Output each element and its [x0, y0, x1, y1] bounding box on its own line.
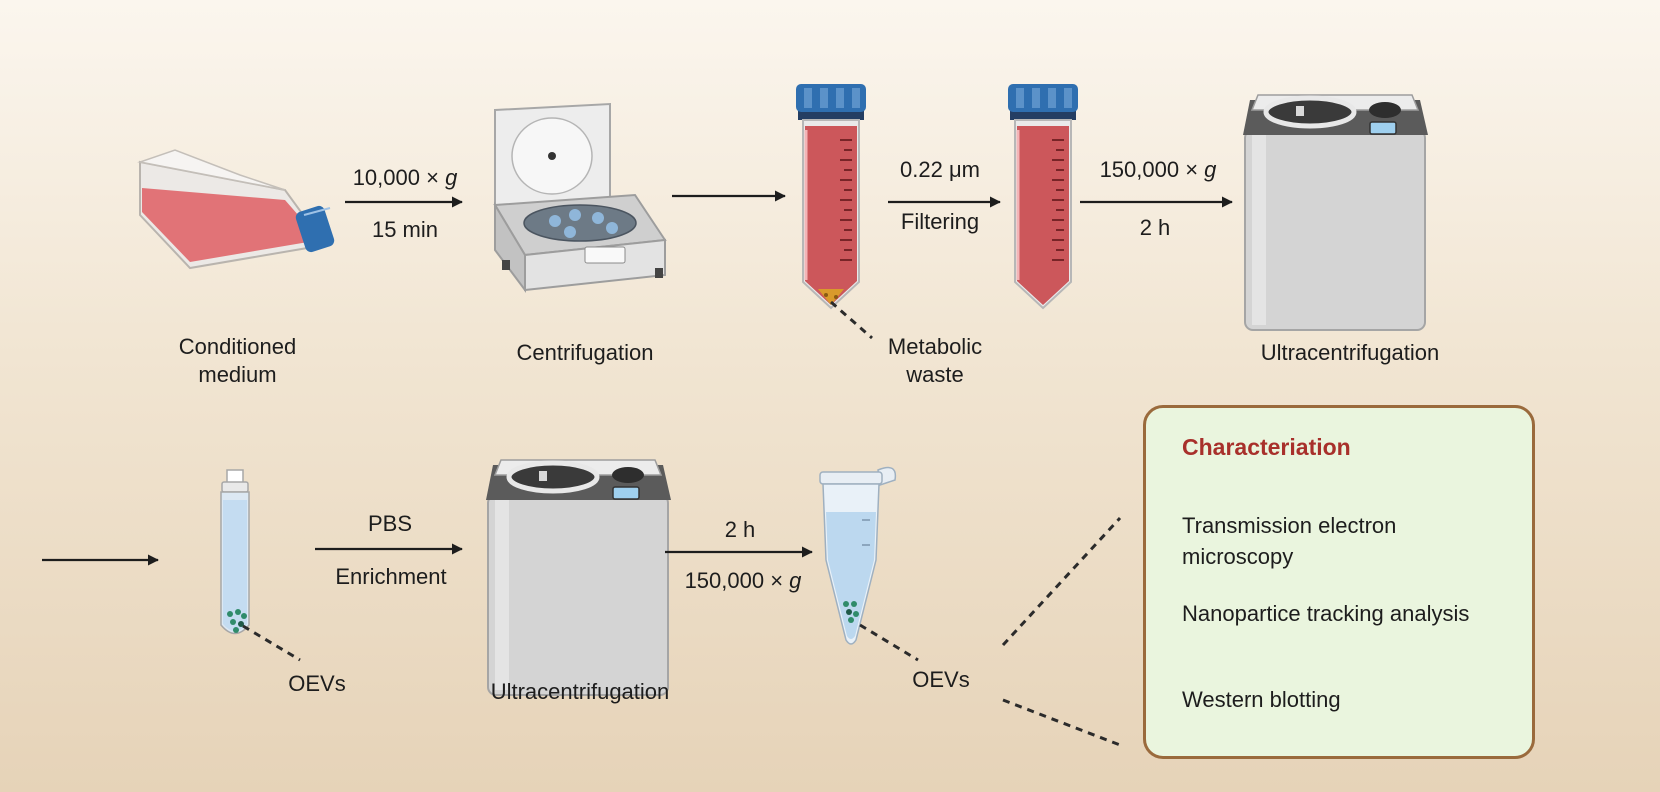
pointer-oevs-tube	[242, 624, 301, 662]
characterization-item-tem: Transmission electron microscopy	[1182, 513, 1397, 569]
characterization-title: Characteriation	[1182, 434, 1351, 460]
step4-speed-value: 150,000 ×	[1099, 157, 1199, 182]
step6-speed-unit: g	[789, 568, 802, 593]
centrifuge-icon	[493, 102, 667, 293]
oev-tube-icon	[220, 469, 250, 635]
label-oevs-final: OEVs	[912, 667, 970, 692]
step1-speed: 10,000 × g	[335, 164, 475, 192]
label-centrifugation: Centrifugation	[516, 340, 654, 365]
label-metabolic-waste-line2: waste	[906, 362, 964, 387]
label-conditioned-medium-line1: Conditioned	[178, 334, 297, 359]
step4-speed-unit: g	[1204, 157, 1217, 182]
step6-speed: 150,000 × g	[668, 567, 818, 595]
step5-bottom: Enrichment	[335, 564, 447, 589]
pointer-lines	[242, 300, 1122, 747]
conical-tube-filtered-icon	[1008, 84, 1078, 310]
label-metabolic-waste: Metabolic waste	[870, 333, 1000, 389]
label-ultracentrifugation-top: Ultracentrifugation	[1260, 340, 1440, 365]
step1-speed-value: 10,000 ×	[352, 165, 439, 190]
step6-speed-value: 150,000 ×	[684, 568, 784, 593]
characterization-item-western-blot: Western blotting	[1182, 687, 1341, 712]
label-oevs-tube: OEVs	[288, 671, 346, 696]
process-arrows	[42, 190, 1233, 566]
ultracentrifuge-bottom-icon	[486, 459, 671, 696]
microcentrifuge-tube-icon	[819, 466, 897, 645]
pointer-box-lower	[1002, 698, 1121, 747]
step1-speed-unit: g	[445, 165, 458, 190]
characterization-item-nta: Nanopartice tracking analysis	[1182, 601, 1470, 626]
characterization-box: Characteriation Transmission electron mi…	[1143, 405, 1535, 759]
label-conditioned-medium-line2: medium	[198, 362, 277, 387]
step4-speed: 150,000 × g	[1083, 156, 1233, 184]
label-conditioned-medium: Conditioned medium	[165, 333, 310, 389]
step3-bottom: Filtering	[900, 209, 980, 234]
step3-top: 0.22 μm	[900, 157, 980, 182]
conical-tube-pellet-icon	[796, 84, 866, 310]
label-ultracentrifugation-bottom: Ultracentrifugation	[490, 679, 670, 704]
step6-time: 2 h	[724, 517, 756, 542]
step5-top: PBS	[367, 511, 413, 536]
label-metabolic-waste-line1: Metabolic	[887, 334, 983, 359]
ultracentrifuge-top-icon	[1243, 94, 1428, 331]
pointer-oevs-micro	[859, 623, 919, 662]
step4-time: 2 h	[1139, 215, 1171, 240]
pointer-metabolic-waste	[830, 300, 873, 340]
step1-time: 15 min	[371, 217, 439, 242]
cell-culture-flask-icon	[137, 149, 335, 270]
pointer-box-upper	[1001, 516, 1122, 647]
